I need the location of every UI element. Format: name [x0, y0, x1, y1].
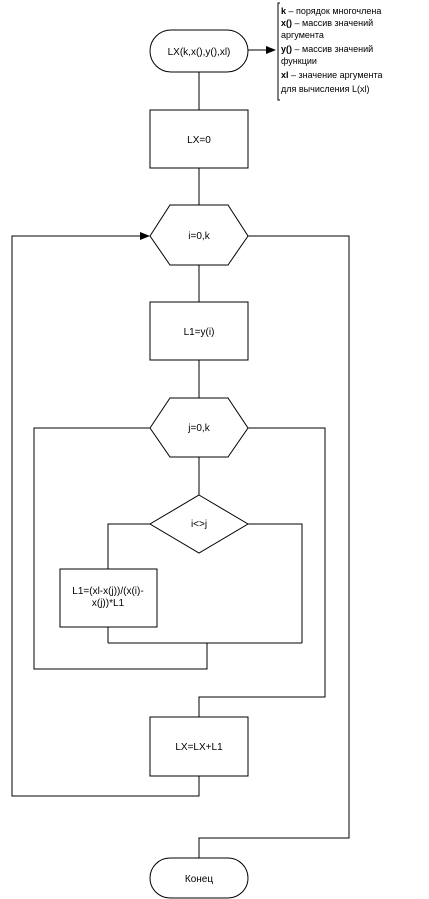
loop-i-hexagon: i=0,k	[149, 204, 249, 266]
start-shape	[149, 29, 249, 73]
annotation-line-3: аргумента	[281, 30, 324, 40]
process-lx-update: LX=LX+L1	[149, 716, 249, 777]
end-terminator: Конец	[149, 857, 249, 899]
decision-label: i<>j	[191, 519, 207, 530]
connector-return-loopj	[33, 427, 208, 670]
annotation-line-7: для вычисления L(xl)	[281, 84, 369, 94]
decision-diamond: i<>j	[149, 494, 249, 554]
loop-j-hexagon: j=0,k	[149, 397, 249, 458]
process-l1-init: L1=y(i)	[149, 301, 249, 361]
annotation-line-5: функции	[281, 56, 317, 66]
process-lx-init-label: LX=0	[187, 135, 211, 146]
connector-return-loopi	[11, 235, 200, 797]
connector-decision-no	[248, 523, 303, 643]
loop-i-label: i=0,k	[188, 231, 210, 242]
connector-decision-yes	[107, 523, 150, 569]
annotation-line-1: k – порядок многочлена	[281, 6, 381, 16]
annotation-text: k – порядок многочлена x() – массив знач…	[281, 6, 383, 94]
arrowhead-loopi	[140, 232, 150, 240]
process-lx-update-label: LX=LX+L1	[175, 742, 223, 753]
start-terminator: LX(k,x(),y(),xl)	[149, 29, 249, 73]
end-shape	[149, 857, 249, 899]
start-label: LX(k,x(),y(),xl)	[168, 47, 231, 58]
decision-shape	[149, 494, 249, 554]
process-l1-init-shape	[149, 301, 249, 361]
process-lx-init: LX=0	[149, 109, 249, 169]
loop-j-shape	[149, 397, 249, 458]
process-lx-update-shape	[149, 716, 249, 777]
arrowhead-annotation	[266, 46, 276, 54]
process-l1-update: L1=(xl-x(j))/(x(i)- x(j))*L1	[59, 568, 158, 628]
process-l1-update-label-line2: x(j))*L1	[92, 598, 125, 609]
process-l1-update-label-line1: L1=(xl-x(j))/(x(i)-	[72, 586, 143, 597]
annotation-bracket	[277, 2, 280, 101]
loop-i-shape	[149, 204, 249, 266]
annotation-line-4: y() – массив значений	[281, 44, 373, 54]
process-lx-init-shape	[149, 109, 249, 169]
annotation-line-2: x() – массив значений	[281, 18, 373, 28]
process-l1-update-shape	[59, 568, 158, 628]
loop-j-label: j=0,k	[187, 423, 210, 434]
connector-loopj-exit	[198, 427, 326, 717]
process-l1-init-label: L1=y(i)	[184, 327, 215, 338]
end-label: Конец	[185, 874, 213, 885]
connector-loopi-exit	[198, 235, 350, 858]
annotation-line-6: xl – значение аргумента	[281, 70, 383, 80]
